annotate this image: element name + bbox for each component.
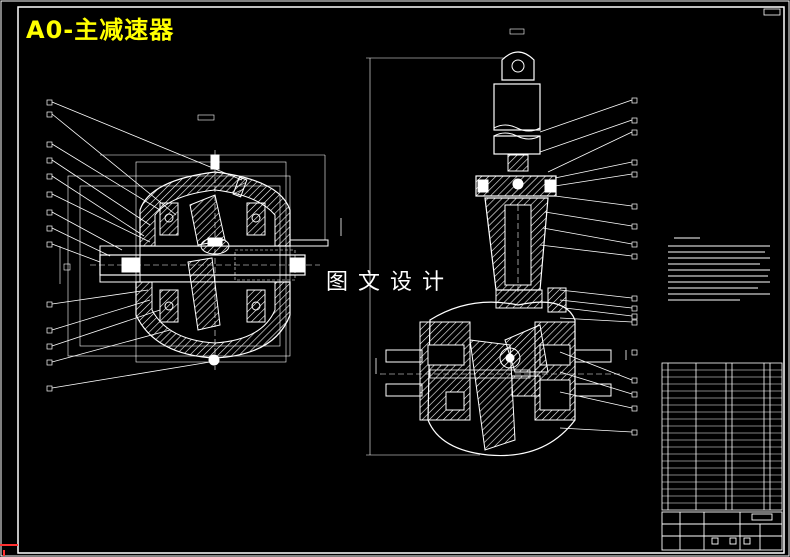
watermark-text: 图文设计: [326, 270, 455, 295]
left-leader-lines: [51, 101, 243, 389]
right-part-number-boxes: [631, 97, 638, 436]
drawing-title: A0-主减速器: [26, 16, 175, 44]
parts-list-rows: [662, 369, 782, 504]
title-block: [661, 511, 783, 551]
technical-requirements-block: [668, 237, 770, 301]
right-assembly-view: [366, 28, 627, 457]
parts-list-table: [661, 362, 783, 511]
left-part-number-boxes: [46, 99, 53, 392]
right-leader-lines: [539, 99, 633, 433]
left-section-view: [59, 114, 342, 370]
